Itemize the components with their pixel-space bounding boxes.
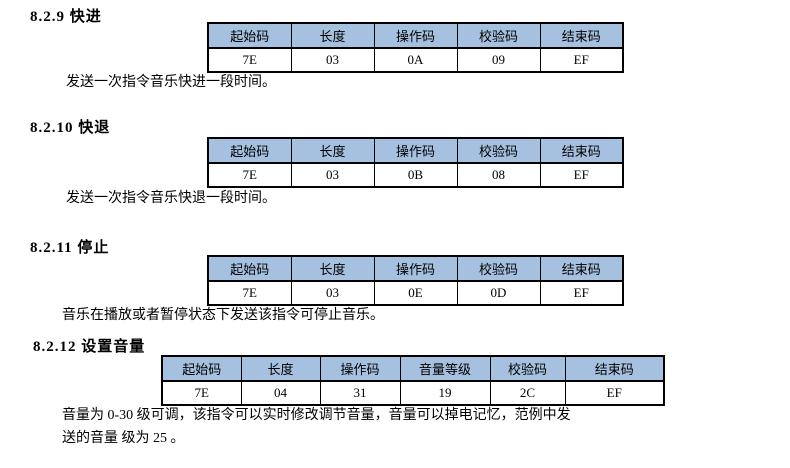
table-cell: 0E xyxy=(373,280,458,306)
section-description: 音乐在播放或者暂停状态下发送该指令可停止音乐。 xyxy=(62,308,384,323)
table-cell: 19 xyxy=(399,380,491,406)
table-cell: 03 xyxy=(290,280,375,306)
table-header-cell: 校验码 xyxy=(456,22,541,49)
table-header-cell: 音量等级 xyxy=(399,355,491,382)
table-header-cell: 校验码 xyxy=(456,137,541,164)
table-header-cell: 起始码 xyxy=(207,22,292,49)
table-cell: 31 xyxy=(319,380,401,406)
table-header-cell: 起始码 xyxy=(207,137,292,164)
table-value-row: 7E 03 0E 0D EF xyxy=(207,280,624,306)
table-cell: 09 xyxy=(456,47,541,73)
table-header-cell: 长度 xyxy=(290,137,375,164)
table-header-cell: 操作码 xyxy=(319,355,401,382)
table-cell: 08 xyxy=(456,162,541,188)
table-header-cell: 结束码 xyxy=(539,255,624,282)
table-value-row: 7E 03 0A 09 EF xyxy=(207,47,624,73)
table-cell: 7E xyxy=(207,280,292,306)
table-cell: EF xyxy=(539,47,624,73)
table-header-cell: 校验码 xyxy=(489,355,566,382)
table-cell: 7E xyxy=(161,380,242,406)
table-header-cell: 结束码 xyxy=(564,355,665,382)
table-header-cell: 结束码 xyxy=(539,22,624,49)
table-header-cell: 起始码 xyxy=(161,355,242,382)
table-cell: 7E xyxy=(207,47,292,73)
section-heading-stop: 8.2.11 停止 xyxy=(30,240,110,256)
section-description: 音量为 0-30 级可调，该指令可以实时修改调节音量，音量可以掉电记忆，范例中发… xyxy=(62,404,571,450)
table-header-cell: 长度 xyxy=(240,355,321,382)
table-header-cell: 结束码 xyxy=(539,137,624,164)
table-header-row: 起始码 长度 操作码 音量等级 校验码 结束码 xyxy=(161,355,665,382)
section-heading-fast-forward: 8.2.9 快进 xyxy=(30,9,102,25)
table-header-cell: 操作码 xyxy=(373,22,458,49)
table-value-row: 7E 04 31 19 2C EF xyxy=(161,380,665,406)
table-cell: 04 xyxy=(240,380,321,406)
section-heading-rewind: 8.2.10 快退 xyxy=(30,120,111,136)
description-line: 送的音量 级为 25 。 xyxy=(62,431,185,446)
table-cell: EF xyxy=(539,162,624,188)
table-cell: 0B xyxy=(373,162,458,188)
table-header-cell: 长度 xyxy=(290,22,375,49)
section-description: 发送一次指令音乐快进一段时间。 xyxy=(66,75,276,90)
table-value-row: 7E 03 0B 08 EF xyxy=(207,162,624,188)
table-header-cell: 起始码 xyxy=(207,255,292,282)
table-cell: 7E xyxy=(207,162,292,188)
table-cell: EF xyxy=(564,380,665,406)
table-header-cell: 操作码 xyxy=(373,137,458,164)
table-cell: 0D xyxy=(456,280,541,306)
command-table-stop: 起始码 长度 操作码 校验码 结束码 7E 03 0E 0D EF xyxy=(207,255,624,306)
section-description: 发送一次指令音乐快退一段时间。 xyxy=(66,191,276,206)
table-header-cell: 校验码 xyxy=(456,255,541,282)
table-header-cell: 操作码 xyxy=(373,255,458,282)
command-table-set-volume: 起始码 长度 操作码 音量等级 校验码 结束码 7E 04 31 19 2C E… xyxy=(161,355,665,406)
table-header-row: 起始码 长度 操作码 校验码 结束码 xyxy=(207,255,624,282)
description-line: 音量为 0-30 级可调，该指令可以实时修改调节音量，音量可以掉电记忆，范例中发 xyxy=(62,408,571,423)
command-table-rewind: 起始码 长度 操作码 校验码 结束码 7E 03 0B 08 EF xyxy=(207,137,624,188)
command-table-fast-forward: 起始码 长度 操作码 校验码 结束码 7E 03 0A 09 EF xyxy=(207,22,624,73)
section-heading-set-volume: 8.2.12 设置音量 xyxy=(33,339,146,355)
table-cell: EF xyxy=(539,280,624,306)
table-cell: 2C xyxy=(489,380,566,406)
table-header-cell: 长度 xyxy=(290,255,375,282)
table-cell: 0A xyxy=(373,47,458,73)
table-cell: 03 xyxy=(290,47,375,73)
table-header-row: 起始码 长度 操作码 校验码 结束码 xyxy=(207,22,624,49)
table-header-row: 起始码 长度 操作码 校验码 结束码 xyxy=(207,137,624,164)
table-cell: 03 xyxy=(290,162,375,188)
